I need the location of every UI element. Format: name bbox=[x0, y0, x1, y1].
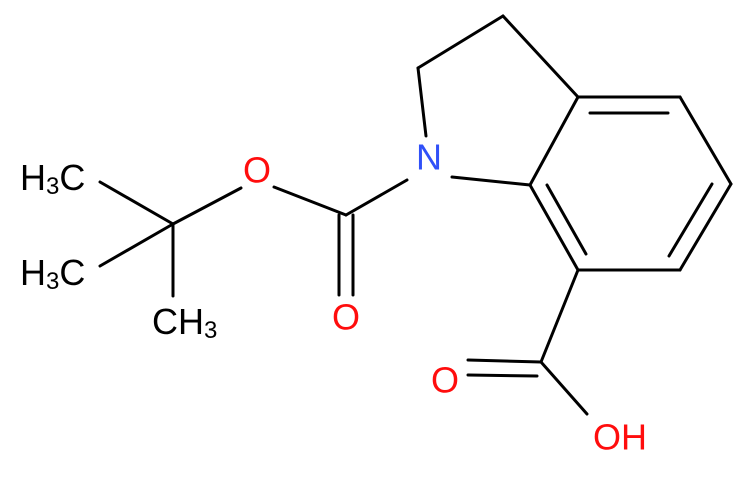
atom-o-carbonyl-boc: O bbox=[332, 297, 360, 338]
methyl-mid-subscript: 3 bbox=[46, 268, 59, 295]
bond-cacid-o-double-b bbox=[466, 373, 539, 378]
bond-c7-c7a-inner bbox=[545, 183, 588, 256]
atom-o-ester: O bbox=[243, 150, 271, 191]
methyl-mid-h: H bbox=[20, 252, 46, 293]
bond-cq-me-mid bbox=[98, 222, 175, 268]
atom-methyl-bottom: CH3 bbox=[152, 301, 217, 345]
atom-methyl-mid: H3C bbox=[20, 252, 85, 296]
bond-c3-c3a bbox=[501, 14, 580, 99]
atom-n1: N bbox=[416, 137, 442, 178]
atom-label-layer: N O O O OH H3C H3C CH3 bbox=[20, 137, 647, 458]
methyl-bottom-subscript: 3 bbox=[204, 317, 217, 344]
methyl-top-h: H bbox=[20, 157, 46, 198]
bond-n1-c2 bbox=[416, 66, 428, 138]
atom-oh-acid: OH bbox=[593, 417, 647, 458]
bond-c7-c7a bbox=[528, 183, 580, 272]
bond-c4-c5 bbox=[678, 95, 733, 186]
bond-oester-cq bbox=[171, 186, 243, 226]
bond-c7a-c3a bbox=[528, 95, 580, 187]
methyl-top-subscript: 3 bbox=[46, 173, 59, 200]
atom-o-carbonyl-acid: O bbox=[431, 360, 459, 401]
bond-cq-me-top bbox=[98, 180, 175, 226]
bond-cacid-oh bbox=[539, 360, 589, 416]
bond-layer bbox=[98, 14, 733, 416]
bond-c7-cacid bbox=[539, 268, 580, 364]
methyl-mid-c: C bbox=[59, 252, 85, 293]
bond-n1-ccarb bbox=[344, 178, 409, 217]
methyl-bottom-ch: CH bbox=[152, 301, 204, 342]
bond-c5-c6 bbox=[678, 182, 733, 272]
bond-c5-c6-inner bbox=[667, 182, 714, 258]
methyl-top-c: C bbox=[59, 157, 85, 198]
bond-n1-c7a bbox=[450, 175, 532, 187]
bond-c2-c3 bbox=[416, 14, 505, 70]
bond-cacid-o-double-a bbox=[466, 358, 543, 364]
atom-methyl-top: H3C bbox=[20, 157, 85, 201]
bond-ccarb-oester bbox=[272, 185, 348, 217]
